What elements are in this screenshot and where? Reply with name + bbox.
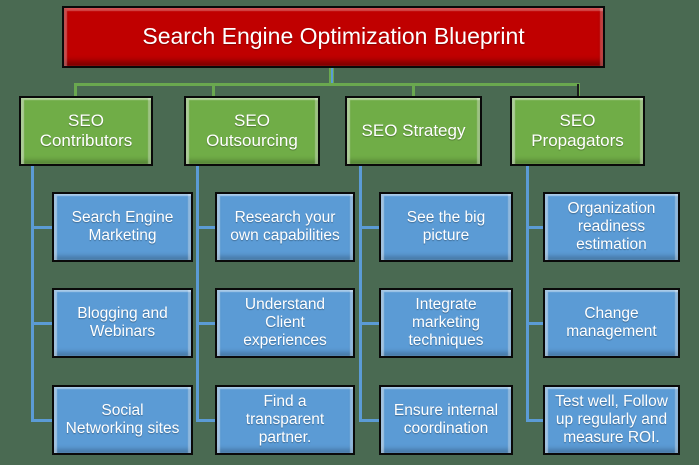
diagram-title-box: Search Engine Optimization Blueprint [62,6,605,68]
connector-drop-4-dashed [577,84,579,96]
stub-column-2-item-2 [196,322,216,325]
category-label: SEO Contributors [39,110,133,150]
trunk-column-1 [31,166,34,422]
stub-column-2-item-1 [196,226,216,229]
item-box-integrate-marketing-techniques: Integrate marketing techniques [379,288,513,358]
item-label: Search Engine Marketing [71,208,174,244]
item-label: Organization readiness estimation [567,199,656,254]
item-box-ensure-internal-coordination: Ensure internal coordination [379,385,513,455]
item-box-understand-client-experiences: Understand Client experiences [215,288,355,358]
category-label: SEO Strategy [361,120,466,140]
item-box-search-engine-marketing: Search Engine Marketing [52,192,193,262]
item-label: Blogging and Webinars [77,304,168,340]
item-label: Social Networking sites [65,401,180,437]
trunk-column-4 [526,166,529,422]
item-label: See the big picture [406,208,486,244]
item-box-change-management: Change management [543,288,680,358]
connector-drop-1 [74,84,77,96]
connector-horizontal-rail [74,83,580,86]
stub-column-2-item-3 [196,419,216,422]
category-label: SEO Propagators [531,110,624,150]
stub-column-4-item-3 [526,419,544,422]
category-label: SEO Outsourcing [206,110,298,150]
item-box-organization-readiness-estimation: Organization readiness estimation [543,192,680,262]
item-box-research-your-own-capabilities: Research your own capabilities [215,192,355,262]
item-box-blogging-and-webinars: Blogging and Webinars [52,288,193,358]
item-label: Change management [566,304,657,340]
trunk-column-3 [359,166,362,422]
stub-column-1-item-1 [31,226,53,229]
stub-column-4-item-2 [526,322,544,325]
item-box-test-well-follow-up: Test well, Follow up regularly and measu… [543,385,680,455]
stub-column-3-item-1 [359,226,380,229]
connector-drop-3 [412,84,415,96]
category-box-seo-contributors: SEO Contributors [19,96,153,166]
item-label: Find a transparent partner. [245,392,325,447]
item-box-social-networking-sites: Social Networking sites [52,385,193,455]
connector-title-stub-blue [331,68,333,83]
item-label: Test well, Follow up regularly and measu… [555,392,668,447]
stub-column-1-item-2 [31,322,53,325]
stub-column-3-item-2 [359,322,380,325]
category-box-seo-outsourcing: SEO Outsourcing [184,96,320,166]
trunk-column-2 [196,166,199,422]
stub-column-4-item-1 [526,226,544,229]
category-box-seo-strategy: SEO Strategy [345,96,482,166]
item-label: Research your own capabilities [230,208,340,244]
item-box-see-the-big-picture: See the big picture [379,192,513,262]
item-label: Ensure internal coordination [393,401,499,437]
item-label: Understand Client experiences [243,295,327,350]
connector-drop-2 [212,84,215,96]
diagram-title: Search Engine Optimization Blueprint [142,23,525,50]
stub-column-3-item-3 [359,419,380,422]
item-box-find-a-transparent-partner: Find a transparent partner. [215,385,355,455]
category-box-seo-propagators: SEO Propagators [510,96,645,166]
stub-column-1-item-3 [31,419,53,422]
item-label: Integrate marketing techniques [408,295,484,350]
